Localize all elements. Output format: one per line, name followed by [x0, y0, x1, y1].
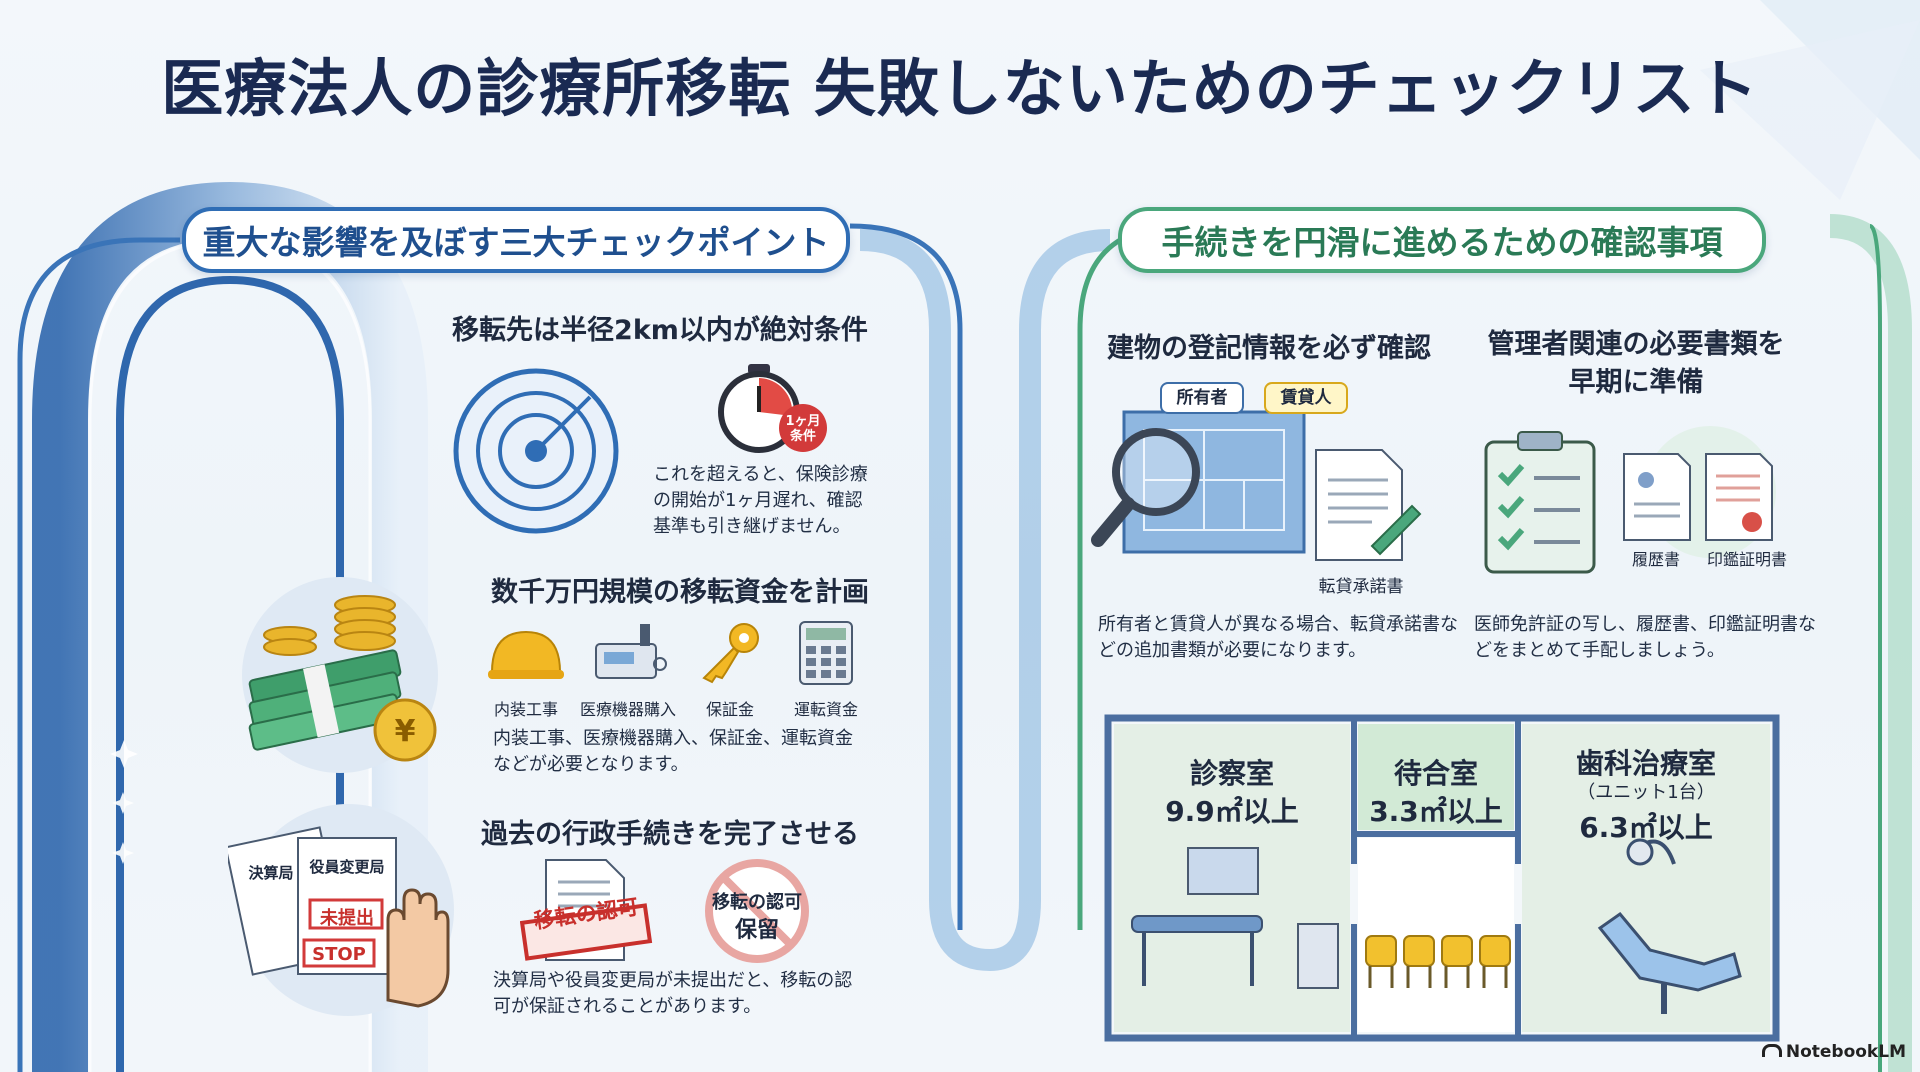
confirm-2-title: 管理者関連の必要書類を 早期に準備 — [1487, 329, 1785, 398]
documents-stop-hand-icon — [228, 804, 454, 1016]
stamp-not-submitted: 未提出 — [320, 908, 374, 929]
key-icon — [702, 623, 759, 684]
money-stack-icon: ¥ — [242, 577, 438, 773]
clipboard-checklist-icon — [1484, 431, 1596, 574]
checkpoint-2-text: 内装工事、医療機器購入、保証金、運転資金などが必要となります。 — [493, 728, 853, 775]
tag-lessor: 賃貸人 — [1264, 382, 1348, 414]
checkpoint-3-title: 過去の行政手続きを完了させる — [481, 819, 859, 850]
calculator-icon — [799, 621, 853, 685]
floor-plan-magnifier-icon — [1091, 410, 1306, 554]
icon-label-equipment: 医療機器購入 — [579, 700, 676, 719]
badge-one-month: 1ヶ月 条件 — [785, 414, 821, 444]
brand-name: NotebookLM — [1785, 1042, 1906, 1062]
radar-target-icon — [453, 368, 619, 534]
doc-label-financial: 決算局 — [248, 864, 294, 882]
confirm-2-text: 医師免許証の写し、履歴書、印鑑証明書などをまとめて手配しましょう。 — [1474, 614, 1816, 661]
clinic-floor-plan — [1104, 714, 1780, 1042]
room-exam-size: 9.9㎡以上 — [1165, 795, 1299, 828]
stopwatch-icon — [718, 364, 827, 453]
doc-label-sublease-consent: 転貸承諾書 — [1318, 577, 1404, 597]
section-heading-left: 重大な影響を及ぼす三大チェックポイント — [182, 207, 850, 273]
brand-icon — [1761, 1044, 1782, 1057]
page-title: 医療法人の診療所移転 失敗しないためのチェックリスト — [161, 52, 1759, 125]
room-dental-name: 歯科治療室 — [1575, 747, 1716, 780]
tag-owner: 所有者 — [1160, 382, 1244, 414]
checkpoint-1-title: 移転先は半径2km以内が絶対条件 — [452, 315, 868, 346]
room-exam-name: 診察室 — [1189, 757, 1274, 790]
room-waiting-size: 3.3㎡以上 — [1369, 795, 1503, 828]
checkpoint-1-text: これを超えると、保険診療の開始が1ヶ月遅れ、確認基準も引き継げません。 — [653, 464, 868, 537]
brand-logo: NotebookLM — [1761, 1042, 1906, 1062]
hold-line-2: 保留 — [734, 918, 779, 943]
svg-text:¥: ¥ — [395, 714, 416, 749]
sublease-consent-document-icon — [1315, 449, 1422, 561]
room-dental-sub: （ユニット1台） — [1577, 782, 1715, 803]
hard-hat-icon — [488, 630, 564, 679]
room-dental-size: 6.3㎡以上 — [1579, 811, 1713, 844]
checkpoint-2-title: 数千万円規模の移転資金を計画 — [491, 577, 869, 608]
stamp-stop: STOP — [312, 944, 366, 965]
prohibited-icon — [705, 859, 809, 963]
doc-label-resume: 履歴書 — [1631, 550, 1680, 569]
section-heading-right-text: 手続きを円滑に進めるための確認事項 — [1161, 223, 1723, 262]
room-waiting-name: 待合室 — [1393, 757, 1478, 790]
confirm-1-title: 建物の登記情報を必ず確認 — [1107, 333, 1431, 364]
icon-label-working-capital: 運転資金 — [793, 700, 858, 719]
resume-and-seal-certificate-icon — [1623, 426, 1776, 558]
doc-label-seal-certificate: 印鑑証明書 — [1706, 550, 1787, 569]
section-heading-right: 手続きを円滑に進めるための確認事項 — [1118, 207, 1766, 273]
section-heading-left-text: 重大な影響を及ぼす三大チェックポイント — [202, 223, 830, 262]
doc-label-officer-change: 役員変更局 — [309, 858, 385, 876]
icon-label-interior: 内装工事 — [493, 700, 558, 719]
icon-label-deposit: 保証金 — [705, 700, 754, 719]
approval-document-icon — [520, 859, 653, 961]
checkpoint-3-text: 決算局や役員変更局が未提出だと、移転の認可が保証されることがあります。 — [493, 970, 853, 1017]
confirm-1-text: 所有者と賃貸人が異なる場合、転貸承諾書などの追加書類が必要になります。 — [1098, 614, 1458, 661]
hold-line-1: 移転の認可 — [712, 892, 802, 913]
medical-device-icon — [595, 624, 667, 679]
